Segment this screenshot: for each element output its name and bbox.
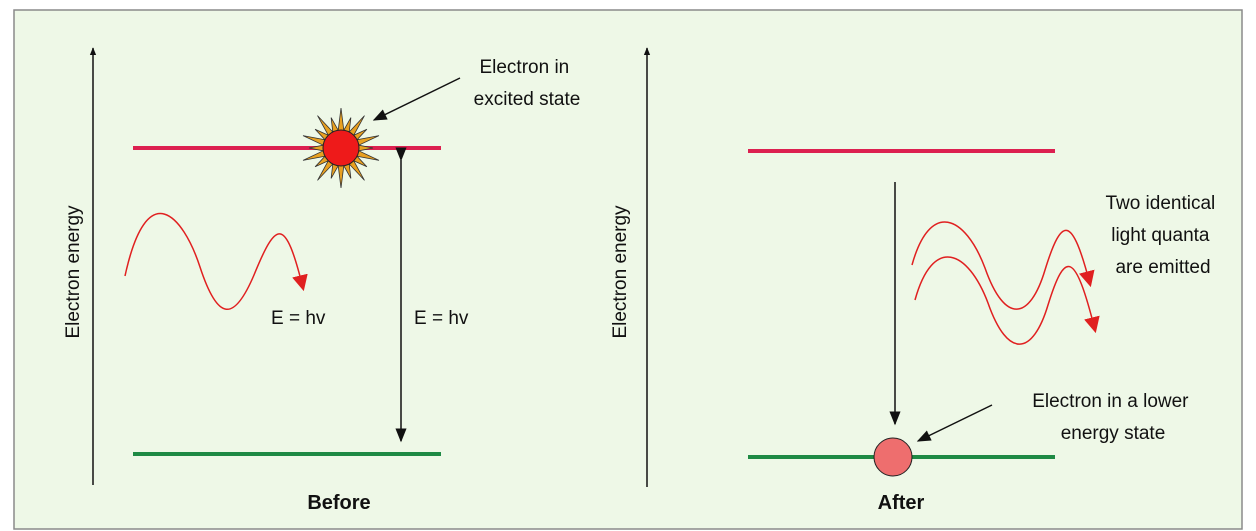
emitted-wave-1 <box>911 221 1095 310</box>
before-axis-label: Electron energy <box>63 205 84 339</box>
after-panel: Electron energy Two identical light quan… <box>610 47 1220 514</box>
electron-excited <box>322 129 360 167</box>
after-callout-line2: energy state <box>1061 423 1166 444</box>
emitted-light-label: Two identical light quanta are emitted <box>1105 193 1220 278</box>
after-caption: After <box>878 492 925 514</box>
electron-lower <box>873 437 913 477</box>
before-callout-pointer <box>372 77 461 121</box>
photon-energy-label: E = hv <box>271 308 326 329</box>
emitted-wave-2 <box>914 256 1100 345</box>
after-callout: Electron in a lower energy state <box>1032 391 1194 444</box>
incoming-photon-wave <box>124 212 308 310</box>
emitted-label-line2: light quanta <box>1111 225 1210 246</box>
before-panel: Electron energy Electron in excited stat… <box>63 47 581 514</box>
after-callout-line1: Electron in a lower <box>1032 391 1189 412</box>
after-callout-pointer <box>916 404 993 442</box>
before-callout-line2: excited state <box>474 89 581 110</box>
after-axis-label: Electron energy <box>610 205 631 339</box>
panel-background <box>13 9 1243 530</box>
gap-energy-label: E = hv <box>414 308 469 329</box>
before-callout: Electron in excited state <box>474 57 581 110</box>
emitted-label-line1: Two identical <box>1105 193 1215 214</box>
emitted-label-line3: are emitted <box>1115 257 1210 278</box>
before-callout-line1: Electron in <box>479 57 569 78</box>
before-caption: Before <box>307 492 370 514</box>
